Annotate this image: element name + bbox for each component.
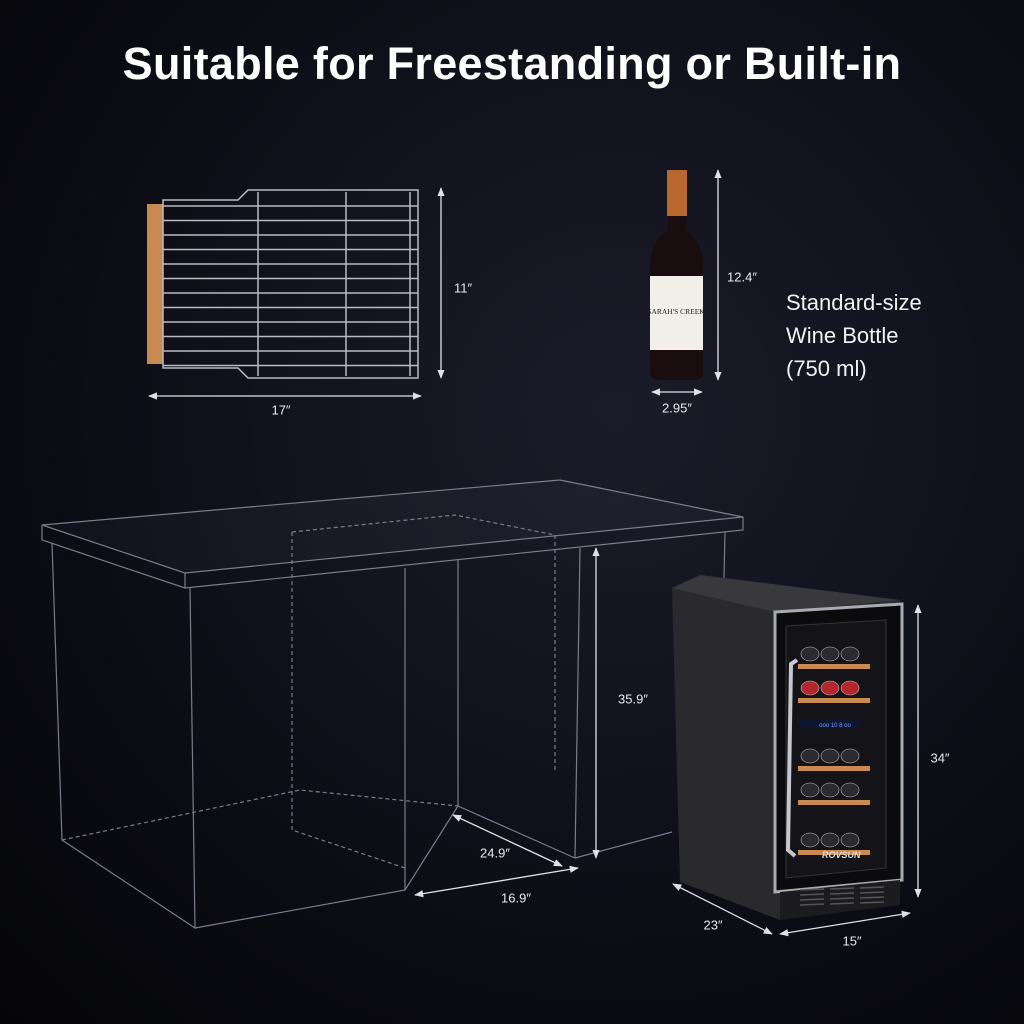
wine-fridge: ooo 10 8 oo ROVSUN <box>672 575 904 920</box>
fridge-wine-bottle <box>840 782 860 798</box>
cabinet-width-arrow <box>414 865 579 898</box>
fridge-width-arrow <box>779 910 911 937</box>
fridge-vent-slot <box>829 902 855 905</box>
fridge-vent-slot <box>859 901 885 904</box>
fridge-vent-slot <box>799 898 825 901</box>
fridge-wood-shelf <box>798 800 870 805</box>
fridge-vent-slot <box>799 893 825 896</box>
cabinet-depth-arrow <box>452 814 563 867</box>
fridge-wood-shelf <box>798 850 870 855</box>
shelf-wood-front <box>147 204 163 364</box>
fridge-depth-label: 23″ <box>703 917 723 933</box>
fridge-height-label: 34″ <box>930 750 950 766</box>
cabinet-width-label: 16.9″ <box>501 890 531 906</box>
shelf-height-label: 11″ <box>453 280 473 296</box>
cabinet-height-label: 35.9″ <box>618 691 648 707</box>
wine-bottle: SARAH'S CREEK <box>647 170 705 380</box>
bottle-height-label: 12.4″ <box>727 269 757 285</box>
bottle-description: Standard-size Wine Bottle (750 ml) <box>786 286 922 385</box>
fridge-vent-slot <box>829 892 855 895</box>
bottle-width-label: 2.95″ <box>662 400 692 416</box>
fridge-width-label: 15″ <box>842 933 862 949</box>
fridge-wine-bottle <box>800 680 820 696</box>
fridge-brand-logo: ROVSUN <box>822 850 861 860</box>
bottle-label-brand: SARAH'S CREEK <box>647 307 705 316</box>
page-title: Suitable for Freestanding or Built-in <box>122 38 902 89</box>
shelf-width-label: 17″ <box>271 402 291 418</box>
fridge-wine-bottle <box>820 748 840 764</box>
description-line: Wine Bottle <box>786 323 899 348</box>
fridge-depth-arrow <box>672 883 773 935</box>
fridge-vent-slot <box>859 886 885 889</box>
fridge-wine-bottle <box>840 748 860 764</box>
fridge-wine-bottle <box>840 646 860 662</box>
fridge-vent-slot <box>859 896 885 899</box>
fridge-wine-bottle <box>840 832 860 848</box>
description-line: (750 ml) <box>786 356 867 381</box>
fridge-vent-slot <box>799 903 825 906</box>
fridge-wood-shelf <box>798 664 870 669</box>
cabinet-wireframe <box>41 479 744 930</box>
description-line: Standard-size <box>786 290 922 315</box>
fridge-wine-bottle <box>820 646 840 662</box>
fridge-wood-shelf <box>798 698 870 703</box>
cabinet-depth-label: 24.9″ <box>480 845 510 861</box>
fridge-wine-bottle <box>840 680 860 696</box>
fridge-wine-bottle <box>800 782 820 798</box>
fridge-vent-slot <box>829 887 855 890</box>
fridge-wine-bottle <box>800 748 820 764</box>
fridge-vent-slot <box>799 888 825 891</box>
fridge-wine-bottle <box>820 680 840 696</box>
fridge-vent-slot <box>829 897 855 900</box>
fridge-wine-bottle <box>820 782 840 798</box>
wine-rack-shelf <box>147 189 419 379</box>
fridge-wine-bottle <box>800 646 820 662</box>
fridge-door-handle <box>785 658 799 858</box>
fridge-wine-bottle <box>800 832 820 848</box>
fridge-wood-shelf <box>798 766 870 771</box>
fridge-vent-slot <box>859 891 885 894</box>
svg-text:ooo 10 8 oo: ooo 10 8 oo <box>819 723 851 729</box>
fridge-wine-bottle <box>820 832 840 848</box>
